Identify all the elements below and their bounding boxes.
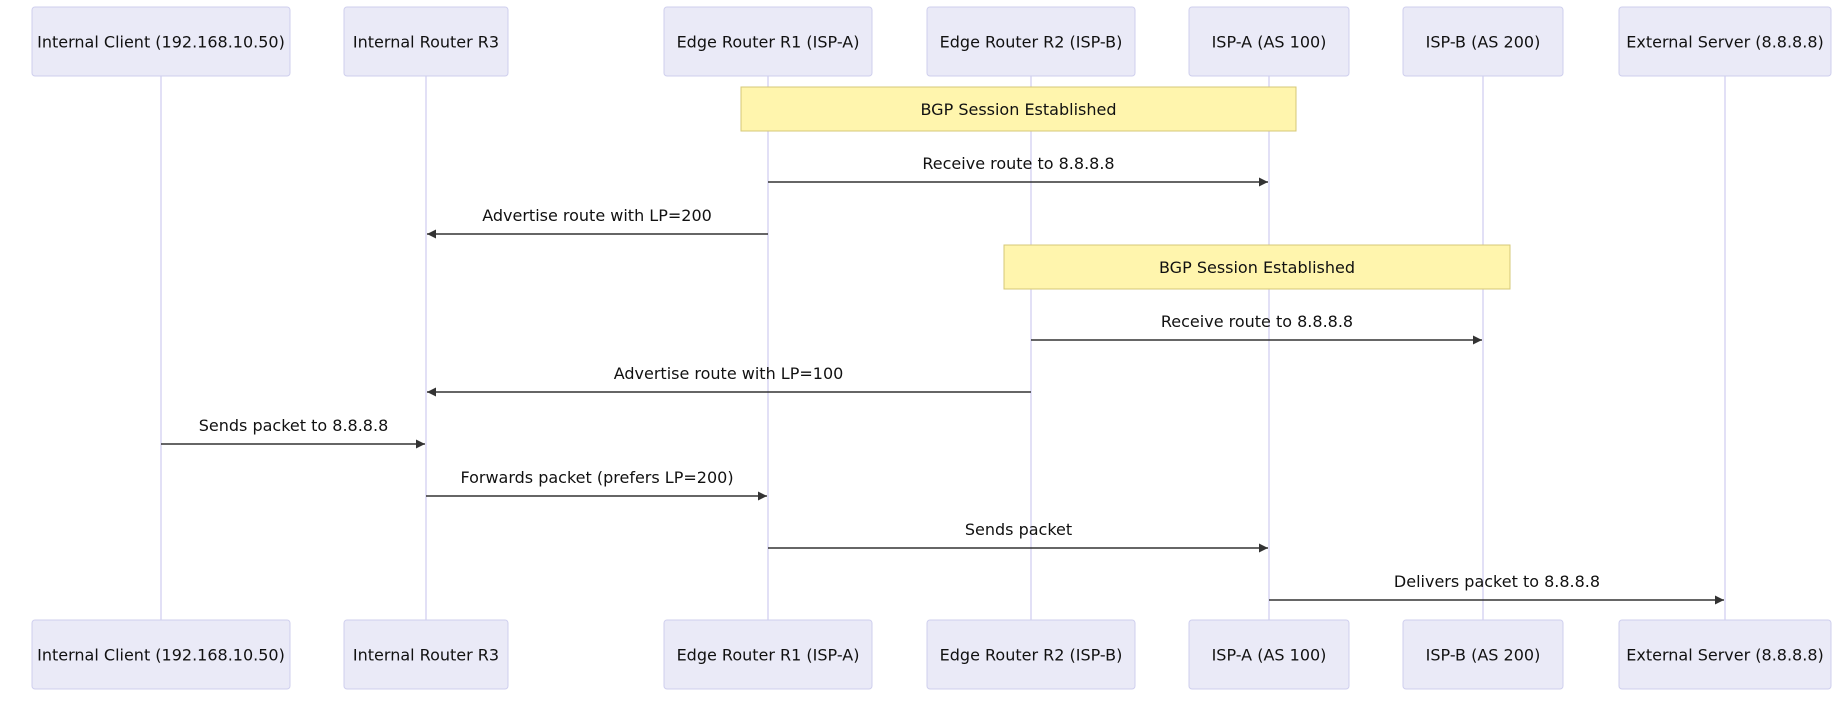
note-box — [1003, 244, 1511, 290]
participant-server-bottom: External Server (8.8.8.8) — [1618, 619, 1832, 690]
participant-box — [663, 619, 873, 690]
participant-box — [343, 6, 509, 77]
participant-ispa-bottom: ISP-A (AS 100) — [1188, 619, 1350, 690]
participants: Internal Client (192.168.10.50) Internal … — [31, 6, 1832, 690]
message: Advertise route with LP=100 — [427, 364, 1031, 397]
participant-server-top: External Server (8.8.8.8) — [1618, 6, 1832, 77]
message: Advertise route with LP=200 — [427, 206, 768, 239]
note-box — [740, 86, 1297, 132]
message: Receive route to 8.8.8.8 — [1031, 312, 1482, 345]
message: Receive route to 8.8.8.8 — [768, 154, 1268, 187]
participant-label: Internal Router R3 — [353, 33, 499, 52]
participant-r3-bottom: Internal Router R3 — [343, 619, 509, 690]
message-label: Advertise route with LP=100 — [614, 364, 844, 383]
participant-r1-bottom: Edge Router R1 (ISP-A) — [663, 619, 873, 690]
participant-box — [926, 6, 1136, 77]
participant-box — [1402, 6, 1564, 77]
message-label: Sends packet to 8.8.8.8 — [199, 416, 389, 435]
message-label: Advertise route with LP=200 — [482, 206, 712, 225]
message-label: Forwards packet (prefers LP=200) — [460, 468, 733, 487]
participant-ispa-top: ISP-A (AS 100) — [1188, 6, 1350, 77]
participant-label: ISP-A (AS 100) — [1212, 646, 1327, 665]
participant-r3-top: Internal Router R3 — [343, 6, 509, 77]
note: BGP Session Established — [1003, 244, 1511, 290]
participant-label: External Server (8.8.8.8) — [1626, 33, 1823, 52]
participant-box — [31, 619, 291, 690]
message: Sends packet to 8.8.8.8 — [161, 416, 425, 449]
participant-box — [1618, 619, 1832, 690]
lifelines — [160, 76, 1726, 620]
participant-r2-bottom: Edge Router R2 (ISP-B) — [926, 619, 1136, 690]
participant-box — [663, 6, 873, 77]
participant-label: ISP-A (AS 100) — [1212, 33, 1327, 52]
message: Forwards packet (prefers LP=200) — [426, 468, 767, 501]
participant-label: ISP-B (AS 200) — [1426, 646, 1541, 665]
note-label: BGP Session Established — [1159, 258, 1355, 277]
participant-label: Internal Router R3 — [353, 646, 499, 665]
participant-box — [343, 619, 509, 690]
participant-label: Internal Client (192.168.10.50) — [37, 646, 285, 665]
participant-label: ISP-B (AS 200) — [1426, 33, 1541, 52]
participant-ispb-top: ISP-B (AS 200) — [1402, 6, 1564, 77]
participant-label: Edge Router R1 (ISP-A) — [677, 33, 860, 52]
participant-label: External Server (8.8.8.8) — [1626, 646, 1823, 665]
participant-r1-top: Edge Router R1 (ISP-A) — [663, 6, 873, 77]
participant-r2-top: Edge Router R2 (ISP-B) — [926, 6, 1136, 77]
participant-box — [31, 6, 291, 77]
note: BGP Session Established — [740, 86, 1297, 132]
participant-box — [1402, 619, 1564, 690]
participant-box — [1188, 6, 1350, 77]
participant-box — [926, 619, 1136, 690]
message-label: Delivers packet to 8.8.8.8 — [1394, 572, 1600, 591]
note-label: BGP Session Established — [920, 100, 1116, 119]
participant-label: Internal Client (192.168.10.50) — [37, 33, 285, 52]
participant-label: Edge Router R2 (ISP-B) — [940, 646, 1123, 665]
message-label: Receive route to 8.8.8.8 — [922, 154, 1114, 173]
participant-client-top: Internal Client (192.168.10.50) — [31, 6, 291, 77]
participant-client-bottom: Internal Client (192.168.10.50) — [31, 619, 291, 690]
participant-box — [1188, 619, 1350, 690]
participant-ispb-bottom: ISP-B (AS 200) — [1402, 619, 1564, 690]
participant-label: Edge Router R1 (ISP-A) — [677, 646, 860, 665]
participant-label: Edge Router R2 (ISP-B) — [940, 33, 1123, 52]
participant-box — [1618, 6, 1832, 77]
message-label: Sends packet — [965, 520, 1072, 539]
message-label: Receive route to 8.8.8.8 — [1161, 312, 1353, 331]
message: Delivers packet to 8.8.8.8 — [1269, 572, 1724, 605]
message: Sends packet — [768, 520, 1268, 553]
